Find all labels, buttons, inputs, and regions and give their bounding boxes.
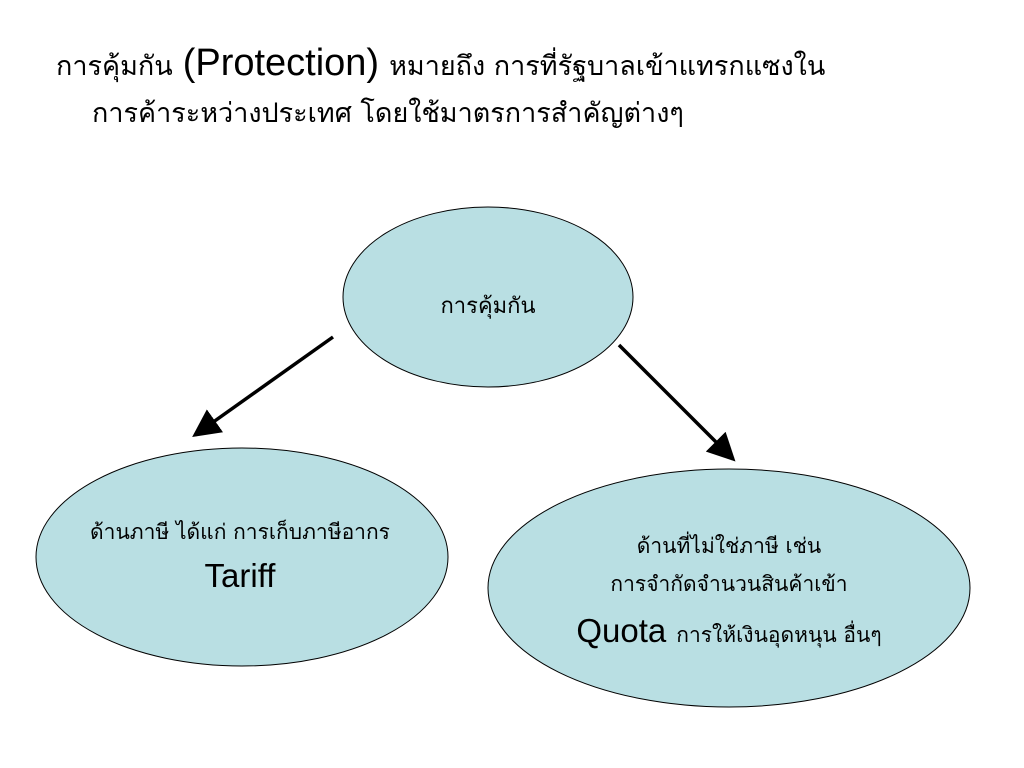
intro-definition-end: การค้าระหว่างประเทศ โดยใช้มาตรการสำคัญต่… — [92, 98, 684, 129]
non-tariff-node-line-2: การจำกัดจำนวนสินค้าเข้า — [610, 571, 847, 597]
non-tariff-line-1-text: ด้านที่ไม่ใช่ภาษี เช่น — [636, 534, 822, 559]
tariff-node-ellipse — [35, 447, 449, 667]
arrow-to-non-tariff — [617, 343, 736, 462]
root-node-ellipse — [342, 206, 634, 388]
non-tariff-line-2-text: การจำกัดจำนวนสินค้าเข้า — [610, 572, 848, 597]
non-tariff-node-line-3: Quota การให้เงินอุดหนุน อื่นๆ — [576, 610, 881, 651]
intro-term-thai: การคุ้มกัน — [56, 51, 173, 82]
non-tariff-node-line-1: ด้านที่ไม่ใช่ภาษี เช่น — [637, 533, 821, 559]
non-tariff-node-label: ด้านที่ไม่ใช่ภาษี เช่น การจำกัดจำนวนสินค… — [494, 522, 964, 662]
intro-line-2: การค้าระหว่างประเทศ โดยใช้มาตรการสำคัญต่… — [56, 100, 976, 156]
arrow-to-tariff — [192, 335, 335, 438]
root-node-text: การคุ้มกัน — [440, 293, 536, 319]
tariff-node-line-1: ด้านภาษี ได้แก่ การเก็บภาษีอากร — [90, 519, 390, 544]
intro-definition-start: หมายถึง การที่รัฐบาลเข้าแทรกแซงใน — [389, 51, 826, 82]
intro-term-english: (Protection) — [182, 42, 380, 84]
quota-term: Quota — [576, 611, 667, 649]
non-tariff-node-ellipse — [487, 468, 971, 708]
non-tariff-line-3-text: การให้เงินอุดหนุน อื่นๆ — [676, 622, 882, 647]
root-node-label: การคุ้มกัน — [360, 280, 616, 330]
intro-line-1: การคุ้มกัน (Protection) หมายถึง การที่รั… — [56, 44, 976, 100]
tariff-node-term: Tariff — [204, 556, 276, 594]
intro-text: การคุ้มกัน (Protection) หมายถึง การที่รั… — [56, 44, 976, 156]
tariff-node-label: ด้านภาษี ได้แก่ การเก็บภาษีอากร Tariff — [40, 510, 440, 600]
